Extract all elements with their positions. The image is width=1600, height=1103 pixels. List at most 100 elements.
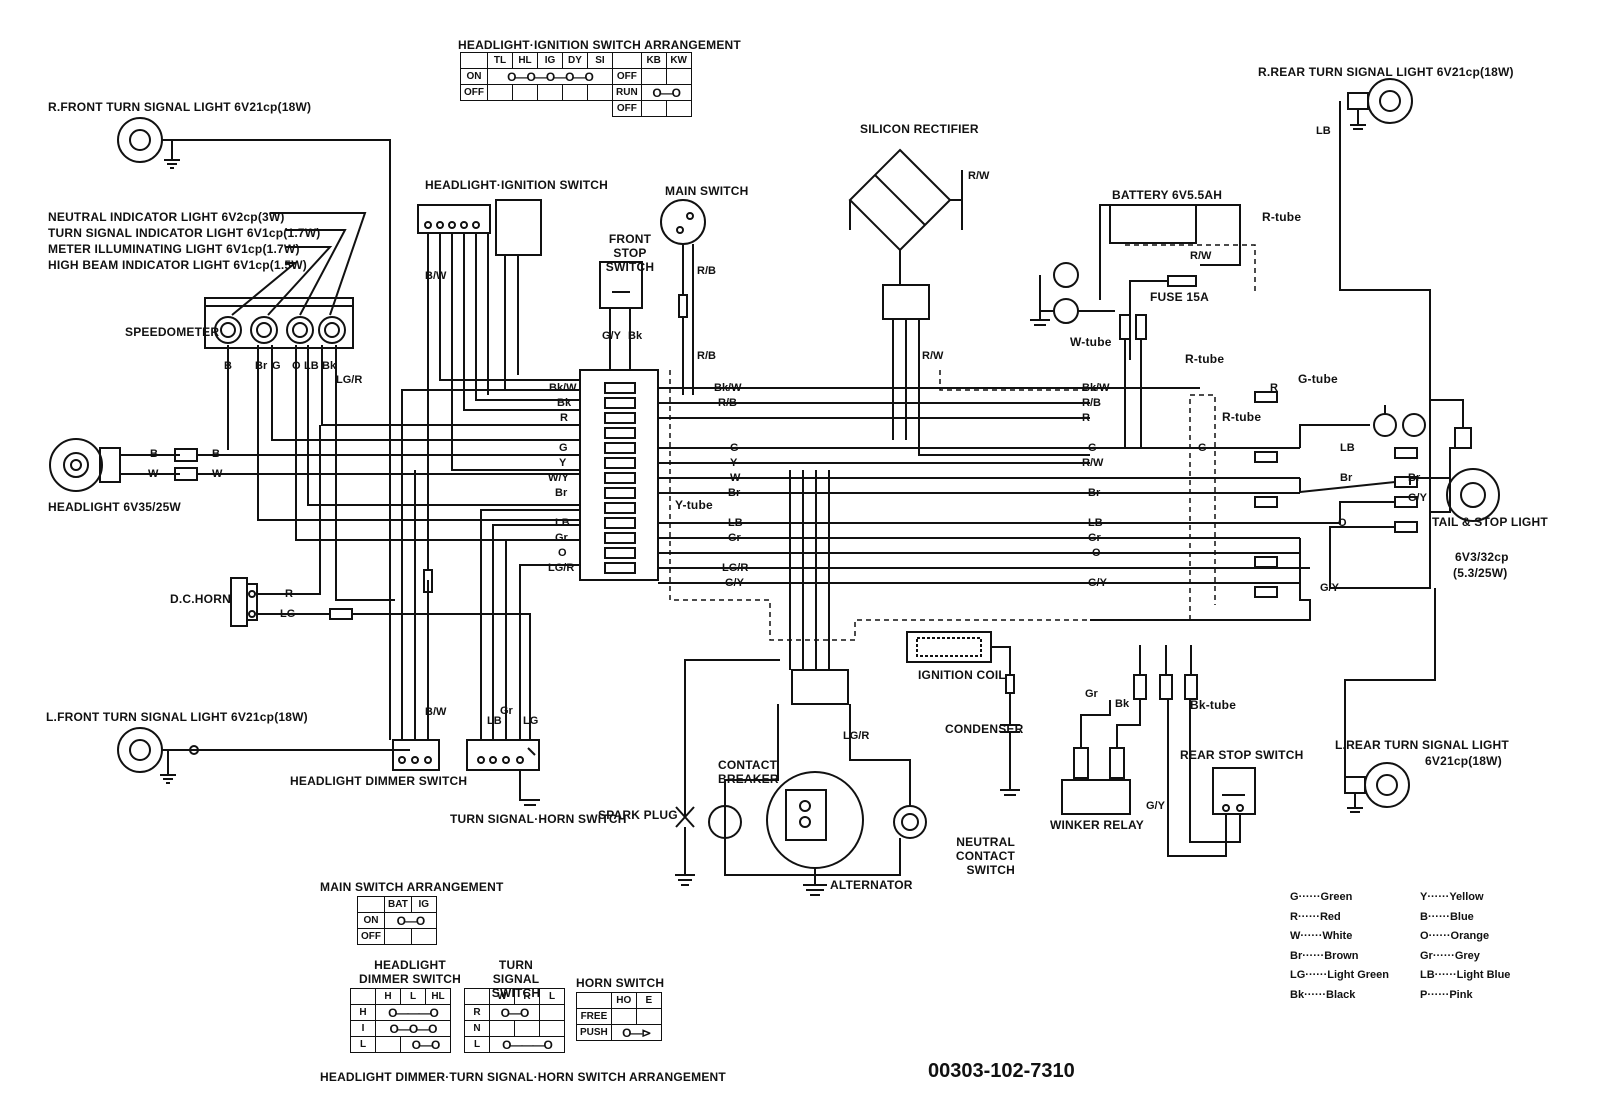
wire-label: G/Y xyxy=(1088,577,1107,589)
wire-label: Br xyxy=(1088,487,1101,499)
wire-label: Bk/W xyxy=(549,382,577,394)
ignition-col: KB xyxy=(640,52,667,69)
horn-col: E xyxy=(635,992,662,1009)
headlight-ignition-switch xyxy=(417,199,542,256)
wire-label: G xyxy=(1198,442,1207,454)
main-col: IG xyxy=(410,896,437,913)
color-legend-left: G······Green R······Red W······White Br·… xyxy=(1290,888,1389,1005)
turn-row: L xyxy=(464,1036,490,1053)
ignition-switch-label: HEADLIGHT·IGNITION SWITCH xyxy=(425,178,608,192)
dimmer-col: H xyxy=(375,988,401,1005)
headlight-dimmer-switch xyxy=(392,739,440,771)
wire-label: LG/R xyxy=(843,730,870,742)
wire-label: Bk/W xyxy=(1082,382,1110,394)
l-front-turn-light xyxy=(117,727,200,784)
ignition-col: DY xyxy=(562,52,588,69)
turn-col: W xyxy=(489,988,515,1005)
wire-label: R xyxy=(1270,382,1278,394)
dimmer-row: H xyxy=(350,1004,376,1021)
wire-label: W xyxy=(212,468,223,480)
tail-stop-light xyxy=(1429,468,1500,522)
color-legend-right: Y······Yellow B······Blue O······Orange … xyxy=(1420,888,1510,1005)
rectifier-label: SILICON RECTIFIER xyxy=(860,122,979,136)
wire-label: Br xyxy=(255,360,268,372)
wire-label: G/Y xyxy=(725,577,744,589)
ignition-switch-table: TL HL IG DY SI KB KW ON O—O—O—O—O OFF OF… xyxy=(460,52,692,117)
horn-arrangement-label: HORN SWITCH xyxy=(576,976,665,990)
headlight xyxy=(49,438,121,492)
r-tube-label: R-tube xyxy=(1262,210,1302,224)
horn-label: D.C.HORN xyxy=(170,592,231,606)
ignition-row: RUN xyxy=(612,84,642,101)
tail-stop-watt: (5.3/25W) xyxy=(1453,566,1508,580)
rear-stop-switch-label: REAR STOP SWITCH xyxy=(1180,748,1304,762)
l-front-turn-label: L.FRONT TURN SIGNAL LIGHT 6V21cp(18W) xyxy=(46,710,308,724)
wire-label: G/Y xyxy=(1408,492,1427,504)
wire-label: G xyxy=(272,360,281,372)
wire-label: Br xyxy=(555,487,568,499)
dimmer-arrangement-label: HEADLIGHT DIMMER SWITCH xyxy=(359,958,461,986)
wire-label: Bk xyxy=(1115,698,1130,710)
legend-row: O······Orange xyxy=(1420,930,1490,942)
wire-label: LB xyxy=(1088,517,1103,529)
tail-stop-label: TAIL & STOP LIGHT xyxy=(1432,515,1548,529)
speedometer xyxy=(204,297,354,349)
wire-label: R/W xyxy=(1190,250,1212,262)
dc-horn xyxy=(230,577,258,627)
wire-label: LG/R xyxy=(336,374,363,386)
wire-label: Gr xyxy=(728,532,741,544)
part-number: 00303-102-7310 xyxy=(928,1060,1075,1082)
ignition-coil-label: IGNITION COIL xyxy=(918,668,1006,682)
legend-row: LG······Light Green xyxy=(1290,969,1389,981)
horn-row: FREE xyxy=(576,1008,612,1025)
contact-breaker xyxy=(708,805,742,839)
wire-label: B/W xyxy=(425,270,447,282)
ignition-row: OFF xyxy=(612,100,642,117)
ignition-col: KW xyxy=(665,52,692,69)
w-tube-label: W-tube xyxy=(1070,335,1112,349)
wire-label: LG xyxy=(280,608,296,620)
wire-label: R/W xyxy=(1082,457,1104,469)
wire-label: W xyxy=(148,468,159,480)
wire-label: Bk/W xyxy=(714,382,742,394)
fuse-label: FUSE 15A xyxy=(1150,290,1209,304)
spark-plug-label: SPARK PLUG xyxy=(598,808,678,822)
turn-row: R xyxy=(464,1004,490,1021)
wire-label: Gr xyxy=(1088,532,1101,544)
wire-label: R xyxy=(1082,412,1090,424)
wire-label: W xyxy=(730,472,741,484)
wire-label: B xyxy=(224,360,232,372)
wire-label: G xyxy=(1088,442,1097,454)
contact-breaker-label: CONTACT BREAKER xyxy=(718,758,779,786)
battery xyxy=(1109,204,1197,244)
wire-label: R/W xyxy=(968,170,990,182)
alternator xyxy=(766,771,864,869)
ignition-arrangement-title: HEADLIGHT·IGNITION SWITCH ARRANGEMENT xyxy=(458,38,741,52)
wire-label: LB xyxy=(1316,125,1331,137)
ignition-col: SI xyxy=(587,52,613,69)
r-front-turn-label: R.FRONT TURN SIGNAL LIGHT 6V21cp(18W) xyxy=(48,100,312,114)
dimmer-switch-label: HEADLIGHT DIMMER SWITCH xyxy=(290,774,468,788)
wire-label: G/Y xyxy=(602,330,621,342)
wire-label: LB xyxy=(304,360,319,372)
main-row: OFF xyxy=(357,928,385,945)
horn-row: PUSH xyxy=(576,1024,612,1041)
tail-stop-rating: 6V3/32cp xyxy=(1455,550,1509,564)
wire-label: LB xyxy=(555,517,570,529)
wire-label: R xyxy=(560,412,568,424)
wire-label: Bk xyxy=(557,397,572,409)
g-tube-label: G-tube xyxy=(1298,372,1338,386)
headlight-label: HEADLIGHT 6V35/25W xyxy=(48,500,181,514)
ignition-col: IG xyxy=(537,52,563,69)
turn-indicator-label: TURN SIGNAL INDICATOR LIGHT 6V1cp(1.7W) xyxy=(48,226,321,240)
wire-label: W/Y xyxy=(548,472,569,484)
wire-label: G/Y xyxy=(1320,582,1339,594)
wire-label: Bk xyxy=(322,360,337,372)
legend-row: LB······Light Blue xyxy=(1420,969,1511,981)
wire-label: O xyxy=(558,547,567,559)
